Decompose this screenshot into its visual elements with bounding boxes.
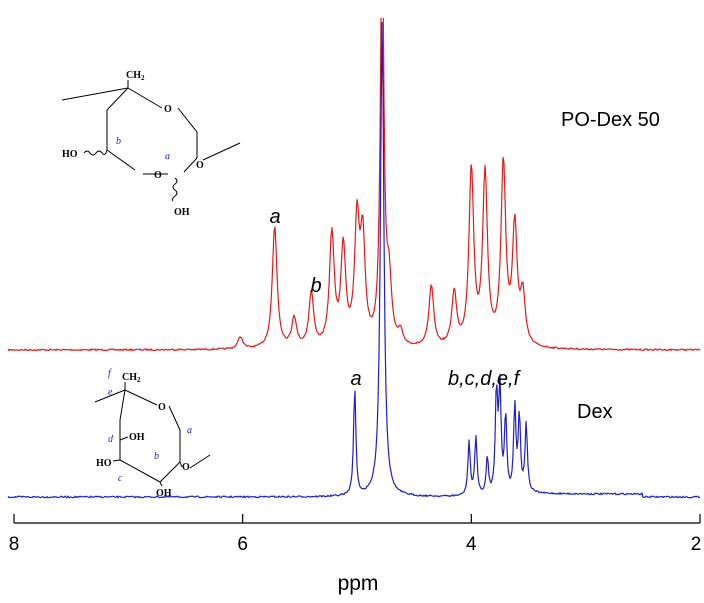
annotation-po-b: b	[310, 275, 321, 297]
x-axis-ticks: 8 6 4 2	[9, 514, 702, 555]
svg-text:OH: OH	[174, 207, 190, 218]
dex-structure-diagram	[94, 382, 211, 487]
svg-text:OH: OH	[129, 432, 145, 443]
spectrum-dex-line	[7, 21, 701, 499]
annotation-dex-a: a	[350, 368, 361, 390]
svg-text:O: O	[164, 104, 172, 115]
dex-structure-labels: f e CH2 O O d OH HO c b a OH	[96, 368, 192, 499]
svg-text:O: O	[196, 160, 204, 171]
svg-text:HO: HO	[62, 149, 78, 160]
svg-text:O: O	[182, 462, 190, 473]
po-dex-structure-labels: CH2 O O O HO OH b a	[62, 70, 204, 218]
x-tick-label: 6	[237, 534, 248, 555]
svg-text:CH2: CH2	[122, 372, 141, 384]
annotation-po-a: a	[269, 206, 280, 228]
svg-text:f: f	[108, 368, 112, 379]
svg-text:OH: OH	[156, 488, 172, 499]
svg-text:c: c	[118, 473, 123, 484]
series-label-po-dex-50: PO-Dex 50	[561, 109, 660, 131]
svg-text:O: O	[158, 402, 166, 413]
svg-text:b: b	[116, 136, 121, 147]
x-tick-label: 4	[466, 534, 477, 555]
svg-text:a: a	[187, 425, 192, 436]
svg-text:O: O	[154, 170, 162, 181]
series-label-dex: Dex	[577, 401, 613, 423]
svg-text:HO: HO	[96, 458, 112, 469]
x-axis-title: ppm	[338, 572, 379, 595]
x-tick-label: 8	[9, 534, 20, 555]
svg-text:d: d	[108, 434, 114, 445]
spectrum-po-dex-50-line	[7, 18, 701, 352]
svg-text:a: a	[165, 151, 170, 162]
svg-text:CH2: CH2	[126, 70, 145, 82]
annotation-dex-bcdef: b,c,d,e,f	[448, 368, 522, 390]
po-dex-structure-diagram	[61, 80, 241, 202]
x-tick-label: 2	[691, 534, 702, 555]
svg-text:b: b	[154, 451, 159, 462]
svg-text:e: e	[108, 387, 113, 398]
